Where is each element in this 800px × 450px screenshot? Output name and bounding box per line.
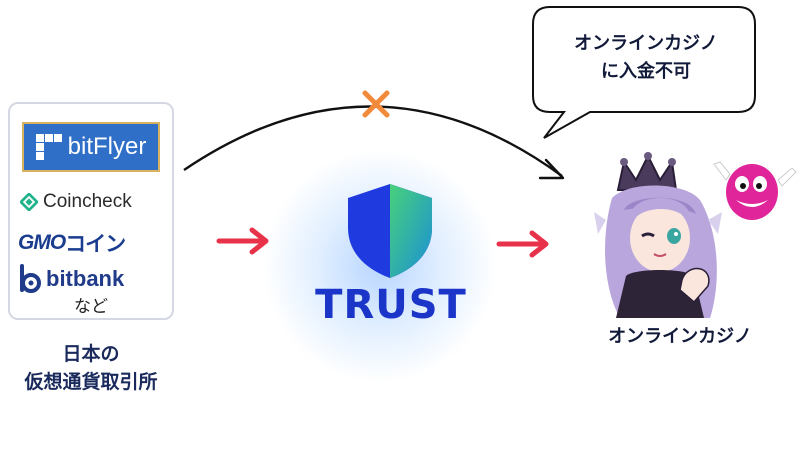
bitbank-label: bitbank xyxy=(46,266,125,291)
gmo-coin-logo: GMO コイン xyxy=(18,228,126,258)
speech-bubble xyxy=(532,6,756,139)
speech-bubble-line2: に入金不可 xyxy=(601,61,691,82)
coincheck-diamond-icon xyxy=(20,193,38,211)
etc-label: など xyxy=(74,297,108,317)
pink-mascot-icon xyxy=(713,161,797,220)
trust-wordmark: Trust xyxy=(315,282,467,328)
casino-character-illustration xyxy=(594,152,797,318)
red-arrow-right-icon-2 xyxy=(496,230,549,258)
trust-shield-icon xyxy=(348,184,432,278)
coincheck-logo: Coincheck xyxy=(20,188,170,216)
cross-icon xyxy=(362,90,390,118)
exchange-caption-line1: 日本の xyxy=(62,343,120,365)
bitflyer-label: bitFlyer xyxy=(67,133,147,160)
bitflyer-logo: bitFlyer xyxy=(22,122,160,172)
speech-bubble-line1: オンラインカジノ xyxy=(574,33,718,54)
coincheck-label: Coincheck xyxy=(43,191,132,212)
exchange-list-box: bitFlyer Coincheck GMO コイン bitbank など xyxy=(8,102,174,320)
casino-caption: オンラインカジノ xyxy=(608,326,752,347)
gmo-coin-label: コイン xyxy=(65,233,126,256)
exchange-caption-line2: 仮想通貨取引所 xyxy=(24,371,158,393)
gmo-label: GMO xyxy=(18,231,66,254)
bitbank-logo: bitbank xyxy=(18,262,124,296)
exchange-caption: 日本の 仮想通貨取引所 xyxy=(0,340,182,396)
bitbank-b-icon xyxy=(20,264,41,293)
speech-bubble-text: オンラインカジノ に入金不可 xyxy=(540,30,752,86)
crown-icon xyxy=(616,152,678,191)
bitflyer-mark-icon xyxy=(35,134,62,160)
